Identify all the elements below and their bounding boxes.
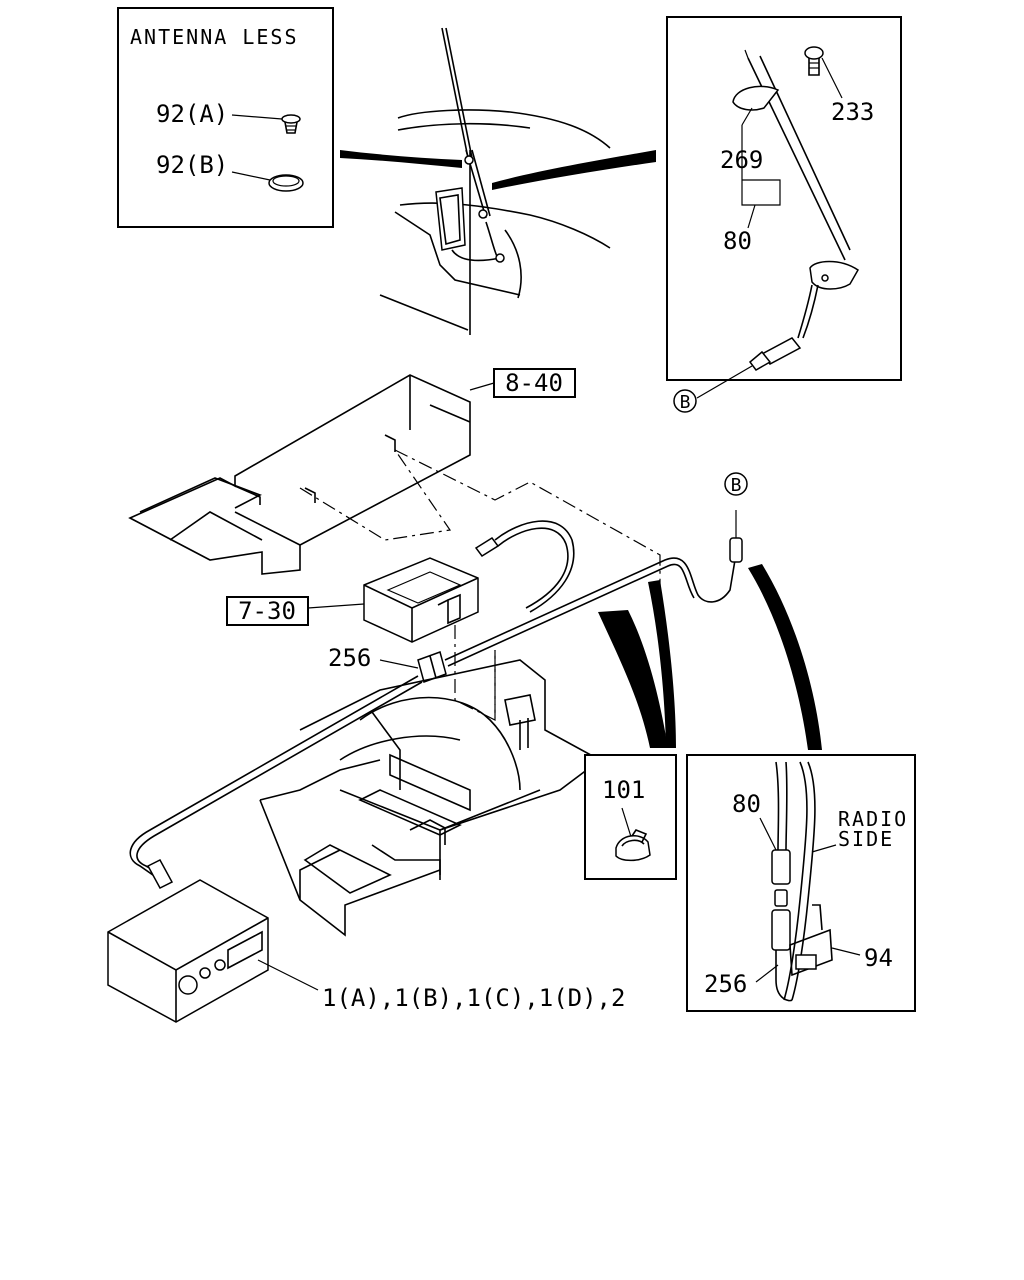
radio-display [227,930,263,970]
label-80: 80 [723,227,752,255]
inset-antenna-less: ANTENNA LESS 92(A) 92(B) [117,7,334,228]
label-256-radio: 256 [704,970,747,998]
inset-clip-frame [584,754,677,880]
antenna-mast [441,27,469,159]
pointer-to-101b [648,580,676,748]
label-80-radio: 80 [732,790,761,818]
label-101: 101 [602,776,645,804]
connector-b-main-label: B [731,475,742,496]
antenna-upper-bracket [732,85,780,111]
plug-icon [268,174,304,192]
label-92b: 92(B) [156,151,228,179]
coax-connector-icon [771,849,791,885]
clip-icon [615,829,651,862]
connector-b-label: B [680,392,691,413]
radio-side-line1: RADIO [838,807,908,831]
pointer-left [340,150,462,168]
label-269: 269 [720,146,763,174]
radio-knob-small-2 [214,959,226,971]
radio-knob-large [178,975,198,995]
inset-antenna-detail: 233 269 80 B [666,16,902,413]
connector-b-callout [673,389,697,413]
radio-side-line2: SIDE [838,827,894,851]
pointer-to-101a [598,610,668,748]
label-94: 94 [864,944,893,972]
pointer-right [492,150,656,190]
leader-92a [231,114,283,120]
antenna-cable-upper [444,557,736,661]
leader-92b [231,171,271,181]
pointer-to-radio-side [748,564,822,750]
ref-7-30-label: 7-30 [238,597,296,625]
radio-knob-small-1 [199,967,211,979]
label-radio-models: 1(A),1(B),1(C),1(D),2 [322,984,625,1012]
car-body-antenna [340,27,656,335]
antenna-less-title: ANTENNA LESS [130,25,299,49]
label-92a: 92(A) [156,100,228,128]
label-233: 233 [831,98,874,126]
strap-94-icon [789,928,833,977]
bolt-233-icon [804,46,824,76]
main-assembly: 8-40 7-30 B 256 [107,368,822,1023]
screw-icon [281,114,301,134]
clamp-256 [417,651,447,683]
label-256-main: 256 [328,644,371,672]
connector-b-main-callout [724,472,748,496]
radio-unit [107,879,269,1023]
ref-8-40-box [493,368,576,398]
inset-radio-side: 80 RADIO SIDE 94 256 [686,754,916,1012]
audio-module [363,557,479,643]
antenna-cable-lower [129,675,419,881]
inset-antenna-detail-frame [666,16,902,381]
ref-7-30-box [226,596,309,626]
inset-clip-101: 101 [584,754,677,880]
ref-8-40-label: 8-40 [505,369,563,397]
